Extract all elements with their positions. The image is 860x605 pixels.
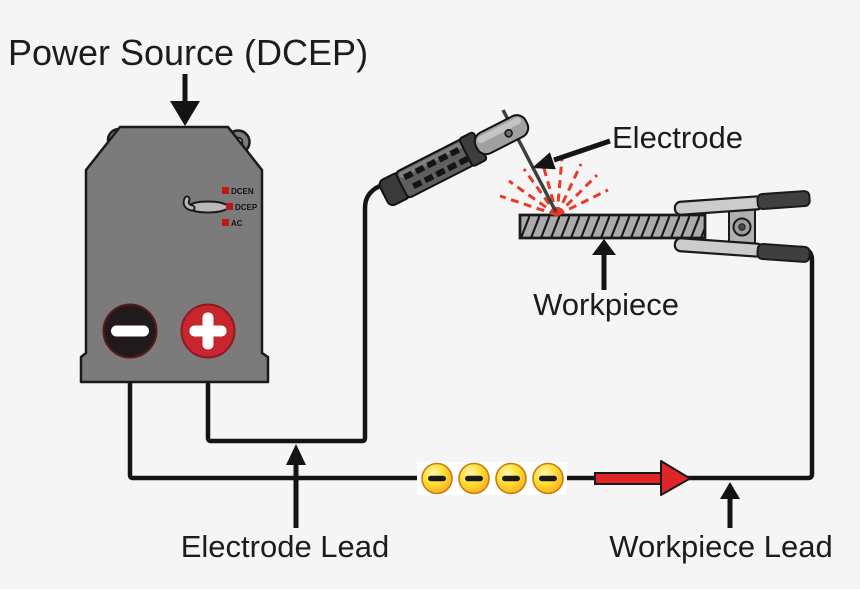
electron-flow (417, 460, 691, 496)
electrode-lead-pointer-arrow (286, 444, 306, 528)
electron (421, 462, 453, 495)
workpiece-lead-label: Workpiece Lead (609, 529, 833, 564)
dcep-option-label: DCEP (235, 203, 258, 212)
electrode-holder (378, 114, 530, 207)
electrode-pointer-arrow (532, 138, 611, 170)
ac-indicator (222, 219, 229, 226)
mode-selector: DCEN DCEP AC (182, 187, 258, 228)
electrode-label: Electrode (612, 120, 743, 155)
power-source-pointer-arrow (170, 74, 200, 126)
dcen-option-label: DCEN (231, 187, 254, 196)
electrode-lead-wire (205, 180, 388, 444)
electron (495, 462, 527, 495)
power-source: DCEN DCEP AC (79, 125, 270, 384)
holder-vent-slots (402, 147, 470, 190)
negative-terminal (102, 303, 158, 359)
power-source-label: Power Source (DCEP) (7, 32, 369, 73)
clamp-lower-jaw (673, 237, 811, 263)
electrode-lead-label: Electrode Lead (180, 529, 390, 564)
minus-sign-icon (111, 325, 149, 337)
workpiece-bar (518, 213, 707, 240)
ac-option-label: AC (231, 219, 243, 228)
bottom-margin (0, 589, 860, 605)
positive-terminal (180, 303, 236, 359)
workpiece-pointer-arrow (592, 239, 616, 290)
holder-rivet (504, 129, 513, 138)
dcep-indicator (226, 203, 233, 210)
ground-clamp (673, 190, 811, 263)
workpiece-label: Workpiece (533, 287, 679, 322)
current-direction-arrow (594, 460, 691, 496)
workpiece-lead-pointer-arrow (720, 482, 740, 528)
dcen-indicator (222, 187, 229, 194)
spark-burst (499, 157, 609, 217)
electron (458, 462, 490, 495)
electron (532, 462, 564, 495)
clamp-upper-jaw (673, 190, 811, 216)
